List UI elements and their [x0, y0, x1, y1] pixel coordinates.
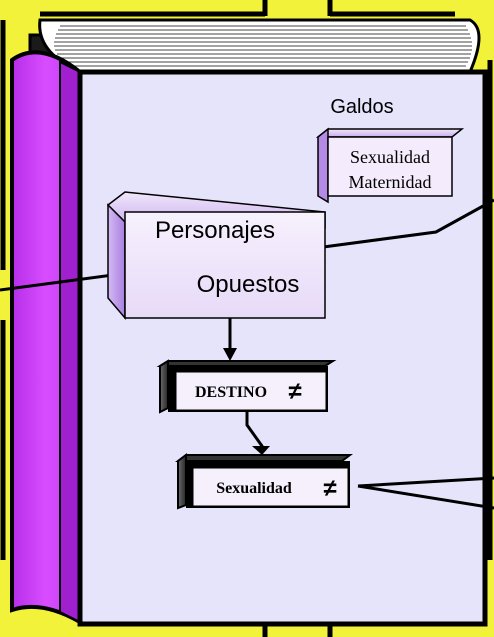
- characters-box-line1: Personajes: [155, 217, 275, 244]
- characters-box-line2: Opuestos: [197, 271, 300, 298]
- sexuality-connector-lines: [357, 476, 494, 510]
- topic-box-line1: Sexualidad: [350, 147, 430, 167]
- topic-box: Sexualidad Maternidad: [315, 127, 465, 204]
- sexuality-box-label: Sexualidad: [216, 480, 292, 497]
- sexuality-box-symbol: ≠: [323, 475, 336, 502]
- destino-box-label: DESTINO: [195, 384, 267, 401]
- sexuality-box: Sexualidad ≠: [175, 453, 353, 510]
- book-spine: [10, 50, 82, 626]
- arrow-destino-to-sexualidad: [245, 412, 270, 455]
- characters-box: Personajes Opuestos: [106, 191, 326, 321]
- author-label: Galdos: [330, 96, 393, 118]
- arrow-characters-to-destino: [223, 318, 237, 361]
- book-page-edges: [38, 18, 481, 74]
- destino-box: DESTINO ≠: [156, 359, 337, 414]
- topic-box-line2: Maternidad: [349, 172, 432, 192]
- destino-box-symbol: ≠: [288, 378, 301, 405]
